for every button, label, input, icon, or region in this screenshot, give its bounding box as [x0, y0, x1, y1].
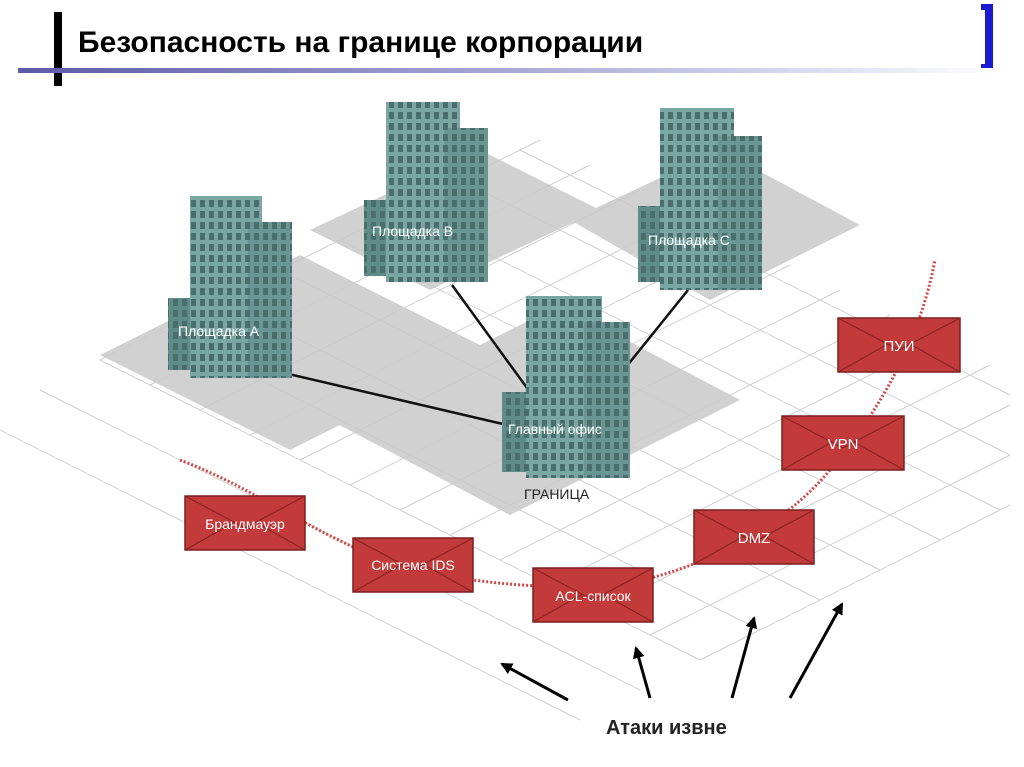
defense-pui: ПУИ	[837, 317, 961, 373]
building-site-c: Площадка С	[638, 108, 762, 290]
attack-arrow-1	[500, 662, 569, 702]
title-underline	[18, 68, 1002, 73]
attack-arrows	[500, 602, 844, 702]
slide-title: Безопасность на границе корпорации	[78, 26, 644, 59]
label-vpn: VPN	[828, 436, 859, 453]
label-site-c: Площадка С	[648, 232, 730, 248]
defense-ids: Система IDS	[352, 537, 474, 593]
attack-arrow-4	[788, 602, 844, 699]
building-site-b: Площадка В	[364, 102, 488, 282]
perimeter-wave	[179, 259, 937, 589]
label-dmz: DMZ	[738, 530, 771, 547]
label-site-b: Площадка В	[372, 223, 453, 239]
link-c-main	[621, 289, 689, 373]
site-links	[279, 284, 689, 430]
defense-firewall: Брандмауэр	[184, 495, 306, 551]
building-main-office: Главный офис	[502, 296, 630, 478]
label-pui: ПУИ	[883, 338, 914, 355]
floor-site-a	[100, 255, 490, 450]
border-label: ГРАНИЦА	[524, 486, 590, 502]
right-bracket-decoration	[981, 4, 993, 70]
attacks-label: Атаки извне	[606, 717, 727, 739]
label-firewall: Брандмауэр	[205, 516, 285, 532]
link-b-main	[450, 284, 532, 393]
attack-arrow-3	[730, 616, 758, 699]
label-main-office: Главный офис	[508, 421, 602, 437]
link-a-main	[279, 370, 521, 430]
label-site-a: Площадка А	[178, 323, 260, 339]
defense-acl: ACL-список	[532, 567, 654, 623]
attack-arrow-2	[632, 646, 652, 699]
building-site-a: Площадка А	[168, 196, 292, 378]
label-acl: ACL-список	[555, 588, 631, 604]
label-ids: Система IDS	[371, 557, 455, 573]
left-bracket-decoration	[54, 12, 62, 86]
defense-dmz: DMZ	[693, 509, 815, 565]
defense-vpn: VPN	[781, 415, 905, 471]
